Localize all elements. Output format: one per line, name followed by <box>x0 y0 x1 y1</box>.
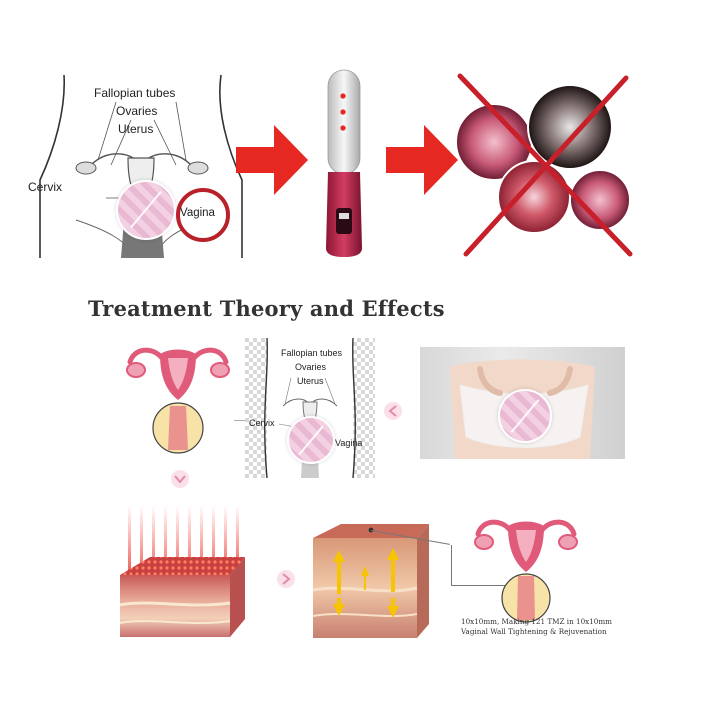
label-fallopian-tubes-small: Fallopian tubes <box>281 348 343 358</box>
small-pink-arrow-down-icon <box>171 470 189 488</box>
label-ovaries-small: Ovaries <box>295 362 327 372</box>
small-pink-arrow-right-icon <box>277 570 295 588</box>
censor-icon <box>287 416 335 464</box>
section-heading: Treatment Theory and Effects <box>88 296 445 321</box>
laser-tissue-block <box>110 505 250 645</box>
uterus-illustration <box>470 512 582 624</box>
label-uterus: Uterus <box>118 122 154 136</box>
label-uterus-small: Uterus <box>297 376 324 386</box>
label-ovaries: Ovaries <box>116 104 158 118</box>
vagina-highlight-circle <box>176 188 230 242</box>
crossed-out-condition-photos <box>452 72 642 262</box>
laser-device-image <box>318 68 370 258</box>
label-cervix-small: Cervix <box>249 418 275 428</box>
red-arrow-right-icon <box>386 125 458 200</box>
label-cervix: Cervix <box>28 180 63 194</box>
label-vagina: Vagina <box>180 207 215 219</box>
censor-icon <box>116 180 176 240</box>
connector-line <box>234 420 248 421</box>
small-pink-arrow-left-icon <box>384 402 402 420</box>
label-fallopian-tubes: Fallopian tubes <box>94 86 176 100</box>
rejuvenated-tissue-block <box>305 520 435 645</box>
censor-icon <box>498 389 552 443</box>
treatment-caption: 10x10mm, Making 121 TMZ in 10x10mm Vagin… <box>461 617 641 637</box>
uterus-illustration <box>122 340 234 455</box>
red-arrow-right-icon <box>236 125 308 200</box>
connector-line <box>451 585 511 586</box>
label-vagina-small: Vagina <box>335 438 363 448</box>
mid-anatomy-diagram: Fallopian tubes Ovaries Uterus Cervix Va… <box>245 337 375 479</box>
top-anatomy-diagram: Fallopian tubes Ovaries Uterus Cervix Va… <box>28 70 246 260</box>
caption-line-1: 10x10mm, Making 121 TMZ in 10x10mm <box>461 617 612 626</box>
connector-line <box>451 545 452 585</box>
model-photo <box>420 347 625 459</box>
caption-line-2: Vaginal Wall Tightening & Rejuvenation <box>461 627 607 636</box>
